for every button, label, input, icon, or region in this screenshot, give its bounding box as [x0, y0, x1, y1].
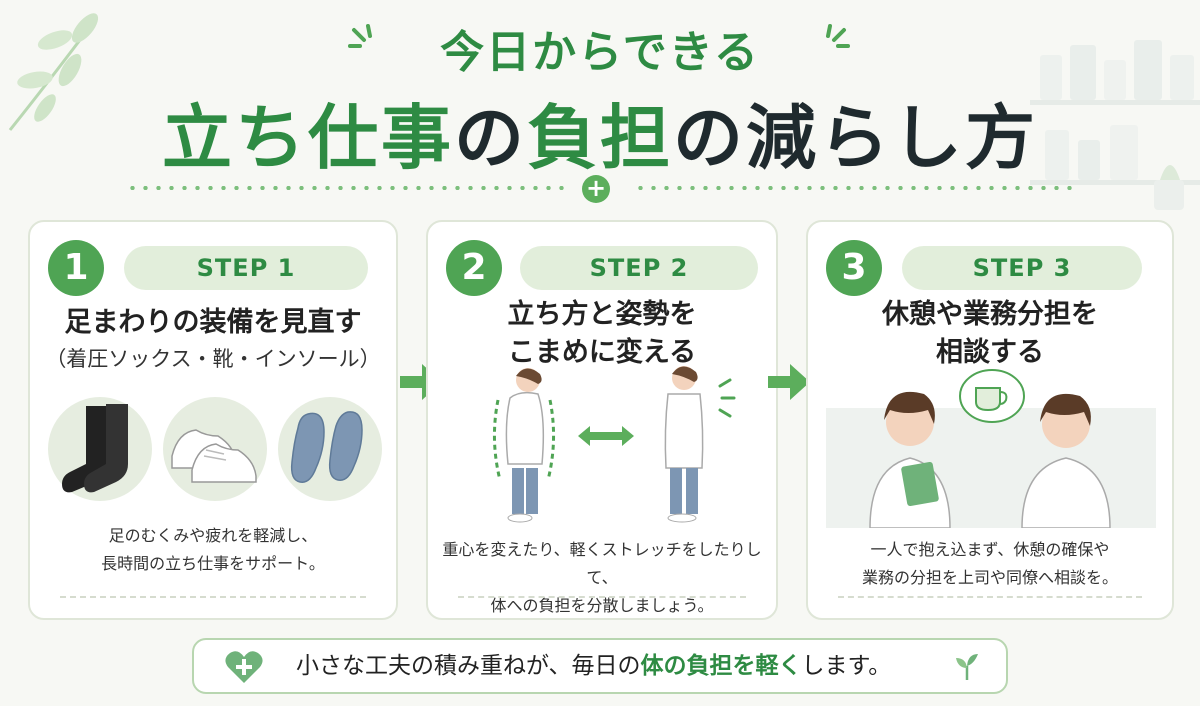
step-description: 重心を変えたり、軽くストレッチをしたりして、 体への負担を分散しましょう。 [428, 536, 776, 620]
card-dashed-divider [60, 596, 366, 598]
title-line: こまめに変える [507, 337, 697, 368]
title-line: 休憩や業務分担を [882, 299, 1098, 330]
step3-consult-illustration [826, 369, 1156, 528]
header-subtitle: 今日からできる [440, 27, 760, 78]
step-description: 一人で抱え込まず、休憩の確保や 業務の分担を上司や同僚へ相談を。 [808, 536, 1172, 592]
step-card-3: 3 STEP 3 休憩や業務分担を 相談する 一人で抱え込まず、休憩の確保や 業… [806, 220, 1174, 620]
sprout-icon [956, 654, 978, 680]
leaf-decoration-icon [8, 13, 99, 131]
heart-plus-icon [225, 651, 263, 683]
divider-dots-right [634, 186, 1074, 190]
footer-message-bar: 小さな工夫の積み重ねが、毎日の体の負担を軽くします。 [192, 638, 1008, 694]
step-title: 休憩や業務分担を 相談する [808, 296, 1172, 372]
description-line: 業務の分担を上司や同僚へ相談を。 [861, 568, 1118, 587]
description-line: 長時間の立ち仕事をサポート。 [101, 554, 325, 573]
step-label: STEP 2 [520, 246, 758, 290]
step-number-badge: 2 [446, 240, 502, 296]
sparkle-left-icon [348, 24, 372, 48]
step1-items-illustration [48, 397, 382, 501]
plus-icon: + [582, 175, 610, 203]
upright-posture-icon [664, 366, 736, 523]
page-title: 立ち仕事の負担の減らし方 [0, 82, 1200, 183]
footer-text: 小さな工夫の積み重ねが、毎日の体の負担を軽くします。 [296, 640, 891, 692]
description-line: 足のむくみや疲れを軽減し、 [108, 526, 318, 545]
step-label: STEP 3 [902, 246, 1142, 290]
title-line: 相談する [936, 337, 1044, 368]
slouched-posture-icon [492, 368, 556, 523]
description-line: 重心を変えたり、軽くストレッチをしたりして、 [442, 540, 762, 587]
coffee-bubble-icon [959, 369, 1025, 423]
card-dashed-divider [838, 596, 1142, 598]
insoles-icon [290, 411, 363, 483]
step-number-badge: 3 [826, 240, 882, 296]
title-line: 立ち方と姿勢を [507, 299, 697, 330]
double-arrow-icon [578, 426, 634, 446]
step-card-2: 2 STEP 2 立ち方と姿勢を こまめに変える [426, 220, 778, 620]
white-shoes-icon [171, 429, 257, 483]
step2-posture-illustration [492, 366, 736, 523]
step-number-badge: 1 [48, 240, 104, 296]
step-label: STEP 1 [124, 246, 368, 290]
description-line: 一人で抱え込まず、休憩の確保や [870, 540, 1110, 559]
step-title: 足まわりの装備を見直す [64, 307, 362, 338]
sparkle-right-icon [826, 24, 850, 48]
title-part: の減らし方 [673, 97, 1038, 179]
card-dashed-divider [458, 596, 746, 598]
footer-text-after: します。 [801, 653, 892, 679]
divider-dots-left [126, 186, 566, 190]
pharmacy-shelf-decoration-icon [1030, 40, 1200, 210]
title-part: 負担 [527, 97, 673, 179]
step-title: 立ち方と姿勢を こまめに変える [428, 296, 776, 372]
footer-text-before: 小さな工夫の積み重ねが、毎日の [296, 653, 641, 679]
description-line: 体への負担を分散しましょう。 [490, 596, 714, 615]
footer-text-highlight: 体の負担を軽く [640, 653, 802, 679]
title-part: の [454, 97, 527, 179]
pharmacist-right-icon [1021, 393, 1111, 528]
compression-socks-icon [62, 404, 128, 493]
pharmacist-left-icon [869, 391, 951, 528]
step-description: 足のむくみや疲れを軽減し、 長時間の立ち仕事をサポート。 [30, 522, 396, 578]
arrow-right-icon [768, 364, 810, 400]
title-part: 立ち仕事 [162, 97, 454, 179]
step-subtitle: （着圧ソックス・靴・インソール） [45, 347, 381, 371]
step-card-1: 1 STEP 1 足まわりの装備を見直す （着圧ソックス・靴・インソール） 足の… [28, 220, 398, 620]
